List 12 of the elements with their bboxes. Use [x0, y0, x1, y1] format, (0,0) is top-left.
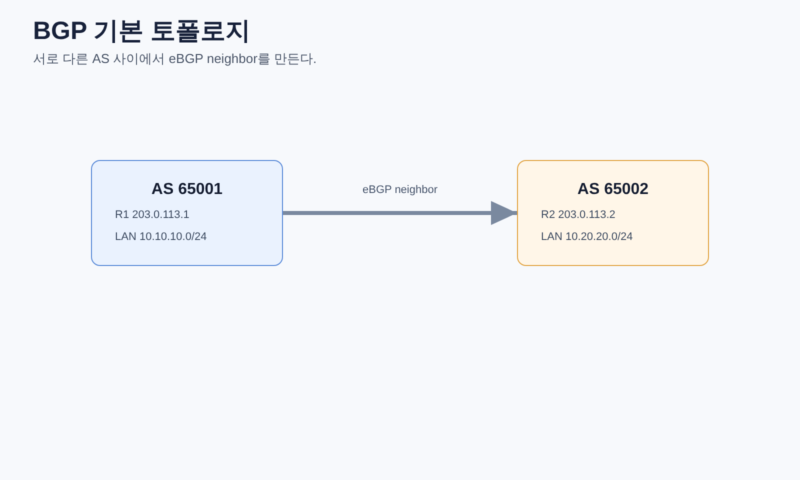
- title: BGP 기본 토폴로지: [33, 16, 251, 46]
- address-text: R1 203.0.113.1: [115, 208, 190, 222]
- edge-label: eBGP neighbor: [360, 183, 440, 197]
- address-text: R2 203.0.113.2: [541, 208, 616, 222]
- subtitle: 서로 다른 AS 사이에서 eBGP neighbor를 만든다.: [33, 50, 317, 67]
- address-text: LAN 10.20.20.0/24: [541, 230, 633, 244]
- box-heading: AS 65001: [150, 180, 224, 199]
- network-box: [517, 160, 709, 266]
- network-box: [91, 160, 283, 266]
- address-text: LAN 10.10.10.0/24: [115, 230, 207, 244]
- arrow: [283, 201, 517, 225]
- box-heading: AS 65002: [576, 180, 650, 199]
